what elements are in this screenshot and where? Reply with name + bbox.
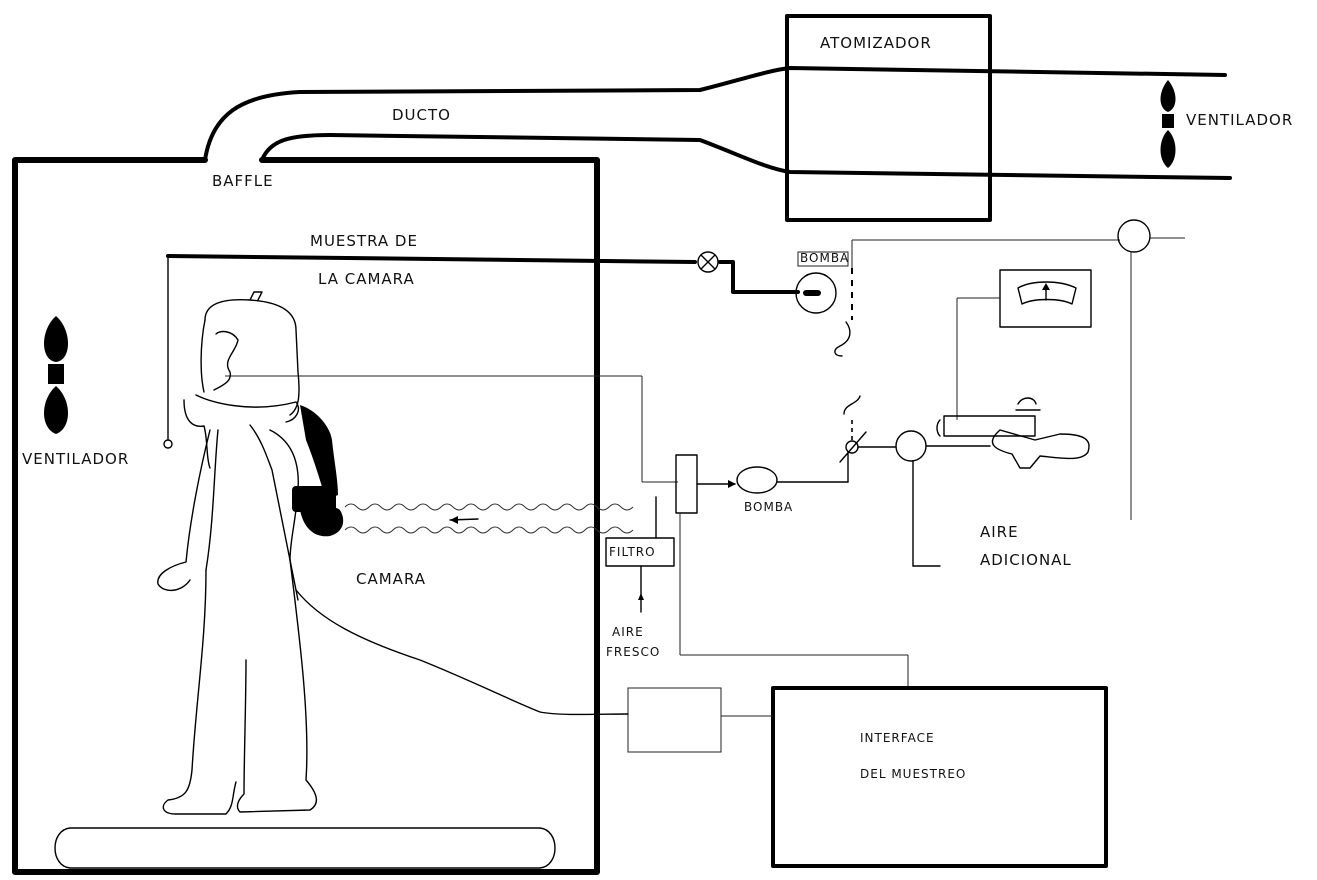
label-atomizador: ATOMIZADOR	[820, 34, 932, 52]
label-interface-1: INTERFACE	[860, 731, 935, 745]
pump-top	[795, 239, 1120, 357]
label-filtro: FILTRO	[609, 545, 656, 559]
label-camara: CAMARA	[356, 570, 426, 588]
label-aire-fresco-1: AIRE	[612, 625, 644, 639]
duct	[203, 66, 1232, 180]
fan-right-icon	[1160, 80, 1176, 168]
label-aire-adicional-2: ADICIONAL	[980, 551, 1072, 569]
floor-platform	[54, 827, 556, 869]
label-ventilador-right: VENTILADOR	[1186, 111, 1293, 129]
label-aire-adicional-1: AIRE	[980, 523, 1019, 541]
filter-fresh-air	[605, 496, 909, 688]
label-bomba-top: BOMBA	[800, 251, 849, 265]
chamber-walls	[12, 157, 600, 875]
label-ventilador-left: VENTILADOR	[22, 450, 129, 468]
label-bomba-mid: BOMBA	[744, 500, 793, 514]
chamber-sample-line	[163, 251, 800, 449]
fan-left-icon	[44, 316, 68, 434]
sampling-line-middle	[225, 375, 991, 567]
interface-box-group	[627, 686, 1108, 868]
label-muestra-1: MUESTRA DE	[310, 232, 418, 250]
label-aire-fresco-2: FRESCO	[606, 645, 660, 659]
atomizer-box	[785, 14, 992, 222]
suited-person-figure	[157, 291, 629, 815]
label-ducto: DUCTO	[392, 106, 451, 124]
right-manifold	[1117, 219, 1185, 520]
gauge-meter	[956, 269, 1092, 420]
label-interface-2: DEL MUESTREO	[860, 767, 966, 781]
label-muestra-2: LA CAMARA	[318, 270, 415, 288]
label-baffle: BAFFLE	[212, 172, 274, 190]
sample-hose	[344, 503, 634, 534]
flowmeter-assembly	[936, 397, 1090, 469]
